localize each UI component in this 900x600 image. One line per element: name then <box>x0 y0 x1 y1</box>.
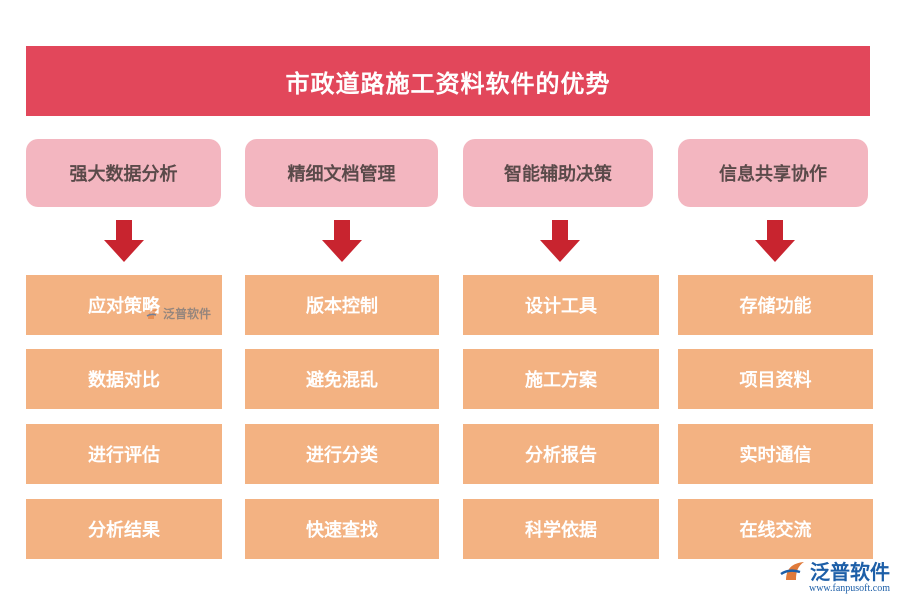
item-box: 设计工具 <box>463 275 659 335</box>
column-header-2: 精细文档管理 <box>245 139 438 207</box>
down-arrow-icon <box>104 220 144 262</box>
watermark-text: 泛普软件 <box>163 307 212 321</box>
item-box: 分析报告 <box>463 424 659 484</box>
item-box: 分析结果 <box>26 499 222 559</box>
column-header-1: 强大数据分析 <box>26 139 221 207</box>
item-box: 进行分类 <box>245 424 439 484</box>
logo-name: 泛普软件 <box>810 560 890 584</box>
watermark: 泛普软件 <box>146 305 211 322</box>
item-box: 数据对比 <box>26 349 222 409</box>
item-box: 科学依据 <box>463 499 659 559</box>
brand-logo: 泛普软件 www.fanpusoft.com <box>780 556 890 594</box>
item-box: 版本控制 <box>245 275 439 335</box>
column-header-3: 智能辅助决策 <box>463 139 653 207</box>
item-box: 应对策略 <box>26 275 222 335</box>
down-arrow-icon <box>540 220 580 262</box>
column-header-4: 信息共享协作 <box>678 139 868 207</box>
title-banner: 市政道路施工资料软件的优势 <box>26 46 870 116</box>
logo-url: www.fanpusoft.com <box>808 583 890 594</box>
item-box: 进行评估 <box>26 424 222 484</box>
item-box: 避免混乱 <box>245 349 439 409</box>
down-arrow-icon <box>322 220 362 262</box>
logo-mark-icon <box>146 308 158 319</box>
logo-mark-icon <box>780 561 804 580</box>
item-box: 实时通信 <box>678 424 873 484</box>
item-box: 项目资料 <box>678 349 873 409</box>
item-box: 存储功能 <box>678 275 873 335</box>
item-box: 施工方案 <box>463 349 659 409</box>
item-box: 在线交流 <box>678 499 873 559</box>
down-arrow-icon <box>755 220 795 262</box>
item-box: 快速查找 <box>245 499 439 559</box>
diagram-title: 市政道路施工资料软件的优势 <box>285 69 611 98</box>
